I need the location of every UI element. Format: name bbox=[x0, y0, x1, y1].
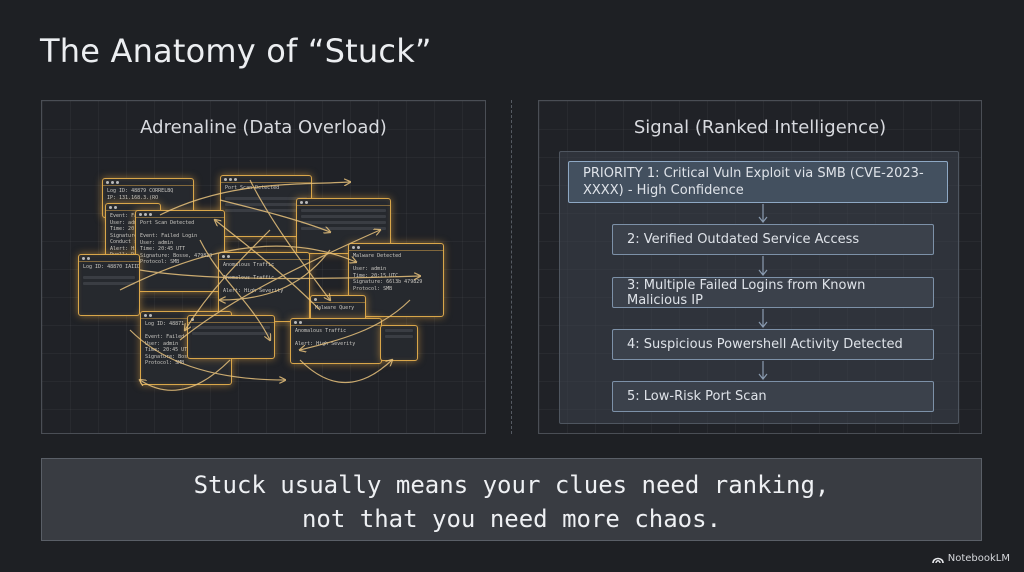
notebooklm-logo-icon bbox=[931, 557, 944, 563]
priority-item-1: PRIORITY 1: Critical Vuln Exploit via SM… bbox=[568, 161, 948, 203]
log-card bbox=[187, 315, 275, 359]
log-card bbox=[380, 325, 418, 361]
takeaway-banner: Stuck usually means your clues need rank… bbox=[41, 458, 982, 541]
priority-item-label: 5: Low-Risk Port Scan bbox=[627, 389, 767, 404]
brand-name: NotebookLM bbox=[947, 553, 1010, 564]
priority-item-label: PRIORITY 1: Critical Vuln Exploit via SM… bbox=[583, 166, 924, 198]
log-card: Anomalous Traffic Alert: High Severity bbox=[290, 318, 382, 364]
log-card-text: Log ID: 48870 IAIID bbox=[83, 264, 140, 270]
panel-divider bbox=[511, 100, 512, 434]
priority-item-label: 2: Verified Outdated Service Access bbox=[627, 232, 860, 247]
log-card-text: Malware Detected User: admin Time: 20:15… bbox=[353, 253, 423, 292]
ranked-intelligence-panel-title: Signal (Ranked Intelligence) bbox=[633, 117, 887, 138]
priority-item-label: 3: Multiple Failed Logins from Known Mal… bbox=[627, 277, 866, 308]
log-card-text: Log ID: 48879 CORRELBQ IP: 131.168.3.(RO bbox=[107, 188, 174, 201]
priority-item-label: 4: Suspicious Powershell Activity Detect… bbox=[627, 337, 903, 352]
log-card-text: Port Scan Detected Event: Failed Login U… bbox=[140, 220, 213, 265]
priority-item-5: 5: Low-Risk Port Scan bbox=[612, 381, 934, 412]
data-overload-panel-title: Adrenaline (Data Overload) bbox=[140, 117, 387, 138]
takeaway-line-1: Stuck usually means your clues need rank… bbox=[193, 471, 830, 499]
log-card-text: Malware Query bbox=[315, 305, 355, 311]
priority-item-2: 2: Verified Outdated Service Access bbox=[612, 224, 934, 255]
log-card: Log ID: 48870 IAIID bbox=[78, 254, 140, 316]
down-arrow-icon bbox=[758, 216, 768, 223]
brand-watermark: NotebookLM bbox=[931, 553, 1010, 564]
log-card: Port Scan Detected Event: Failed Login U… bbox=[135, 210, 225, 292]
priority-item-3: 3: Multiple Failed Logins from Known Mal… bbox=[612, 277, 934, 308]
priority-item-4: 4: Suspicious Powershell Activity Detect… bbox=[612, 329, 934, 360]
slide-title: The Anatomy of “Stuck” bbox=[40, 32, 432, 70]
log-card: Port Scan Detected bbox=[220, 175, 312, 237]
takeaway-line-2: not that you need more chaos. bbox=[301, 505, 722, 533]
log-card-text: Port Scan Detected bbox=[225, 185, 280, 191]
